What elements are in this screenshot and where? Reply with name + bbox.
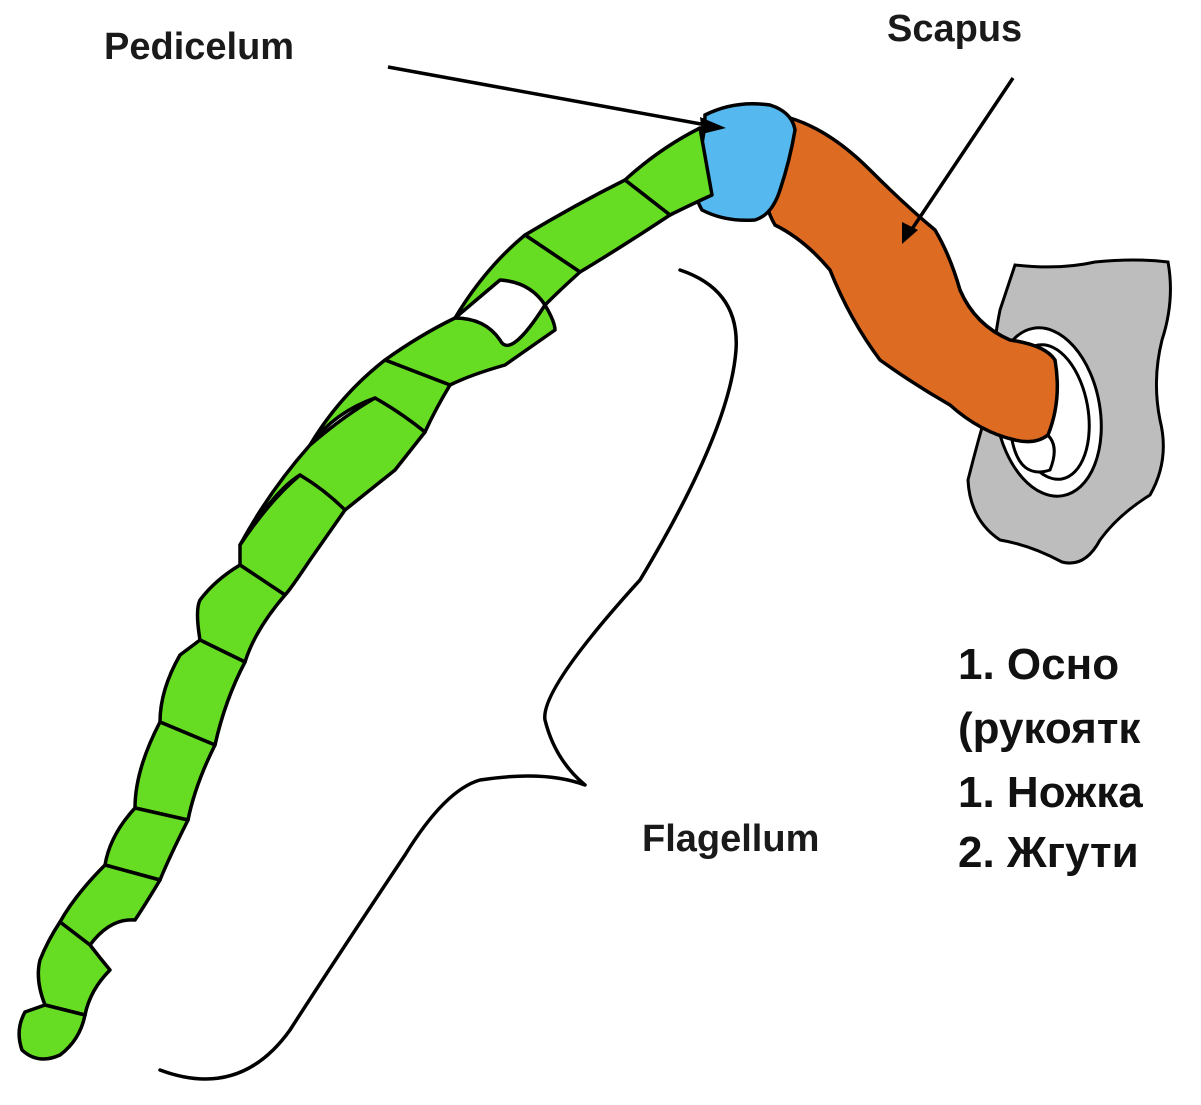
pedicelum-label: Pedicelum [104, 26, 294, 69]
flagellomere-14 [19, 1005, 85, 1059]
legend-line-2: (рукоятк [958, 704, 1140, 754]
scapus-pointer-line [908, 78, 1013, 235]
flagellum-label: Flagellum [642, 818, 819, 861]
flagellum-segments [19, 128, 712, 1059]
legend-line-4: 2. Жгути [958, 828, 1139, 878]
scapus-label: Scapus [887, 8, 1022, 51]
legend-line-3: 1. Ножка [958, 768, 1143, 818]
pedicelum-pointer-line [388, 67, 712, 126]
legend-line-1: 1. Осно [958, 640, 1119, 690]
